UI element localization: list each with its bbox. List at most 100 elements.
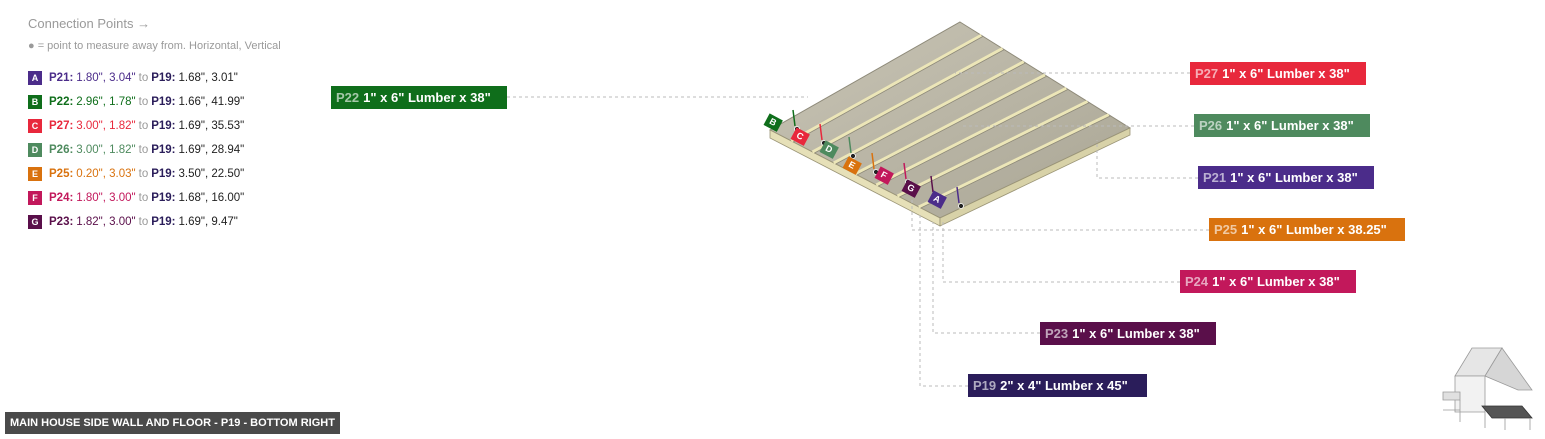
- measure-point-dot: [958, 203, 964, 209]
- callout-part-id: P23: [1045, 326, 1069, 341]
- plank-seam: [793, 35, 984, 143]
- connection-letter-badge: G: [28, 215, 42, 229]
- connection-from-value: 2.96", 1.78": [76, 96, 136, 108]
- marker-letter: B: [768, 116, 779, 128]
- callout-description: 2" x 4" Lumber x 45": [1000, 378, 1128, 393]
- connection-from-value: 3.00", 1.82": [76, 120, 136, 132]
- connection-from-part: P27:: [49, 120, 74, 132]
- plank-seam: [918, 113, 1110, 209]
- callout-part-id: P27: [1195, 66, 1219, 81]
- panel-title: Connection Points →: [28, 16, 151, 31]
- callout-description: 1" x 6" Lumber x 38.25": [1241, 222, 1387, 237]
- marker-letter: D: [824, 143, 835, 155]
- connection-to-word: to: [138, 72, 149, 84]
- connection-from-part: P24:: [49, 192, 74, 204]
- connection-to-part: P19:: [151, 192, 176, 204]
- marker-tag: [927, 190, 947, 209]
- callout-description: 1" x 6" Lumber x 38": [363, 90, 491, 105]
- connection-to-value: 1.69", 35.53": [178, 120, 245, 132]
- callout-description: 1" x 6" Lumber x 38": [1212, 274, 1340, 289]
- callout-part-id: P22: [336, 90, 360, 105]
- plank-seam: [811, 47, 1004, 154]
- marker-tag: [874, 166, 894, 185]
- connection-to-value: 1.69", 9.47": [178, 216, 238, 228]
- marker-arrow: [848, 136, 852, 154]
- marker-D: D: [819, 136, 856, 159]
- plank-seam: [878, 88, 1069, 187]
- marker-arrow: [903, 162, 907, 180]
- connection-to-word: to: [138, 144, 149, 156]
- connection-to-word: to: [138, 120, 149, 132]
- plank-seam: [875, 86, 1067, 187]
- plank-seam: [833, 60, 1025, 165]
- thumb-roof-right: [1484, 347, 1533, 391]
- leader-lines: [507, 72, 1209, 387]
- marker-arrow: [792, 109, 796, 127]
- connection-from-part: P23:: [49, 216, 74, 228]
- measure-point-dot: [850, 153, 856, 159]
- marker-arrow: [956, 186, 960, 204]
- marker-arrow: [930, 175, 934, 193]
- house-thumbnail[interactable]: [1440, 340, 1540, 432]
- connection-from-part: P21:: [49, 72, 74, 84]
- connection-to-part: P19:: [151, 216, 176, 228]
- connection-from-value: 3.00", 1.82": [76, 144, 136, 156]
- leader-line-p21: [1096, 140, 1198, 179]
- connection-to-word: to: [138, 168, 149, 180]
- callout-description: 1" x 6" Lumber x 38": [1222, 66, 1350, 81]
- connection-from-part: P25:: [49, 168, 74, 180]
- plank-seam: [854, 73, 1046, 176]
- connection-to-part: P19:: [151, 72, 176, 84]
- connection-to-value: 1.68", 16.00": [178, 192, 245, 204]
- platform-right-edge: [939, 127, 1131, 227]
- marker-arrow: [871, 152, 875, 170]
- connection-to-word: to: [138, 216, 149, 228]
- connection-to-value: 1.69", 28.94": [178, 144, 245, 156]
- callout-part-id: P21: [1203, 170, 1227, 185]
- connection-letter-badge: A: [28, 71, 42, 85]
- plank-seam: [790, 33, 982, 143]
- connection-letter-badge: C: [28, 119, 42, 133]
- connection-letter-badge: D: [28, 143, 42, 157]
- connection-to-part: P19:: [151, 96, 176, 108]
- thumb-deck: [1442, 391, 1461, 401]
- marker-tag: [763, 113, 783, 132]
- connection-to-word: to: [138, 192, 149, 204]
- connection-letter-badge: F: [28, 191, 42, 205]
- connection-to-part: P19:: [151, 168, 176, 180]
- marker-tag: [901, 179, 921, 198]
- connection-to-word: to: [138, 96, 149, 108]
- marker-E: E: [842, 152, 879, 175]
- leader-line-p25: [911, 200, 1209, 231]
- connection-to-part: P19:: [151, 144, 176, 156]
- connection-letter-badge: B: [28, 95, 42, 109]
- plank-seam: [814, 49, 1005, 154]
- marker-letter: A: [932, 193, 943, 205]
- marker-tag: [790, 127, 810, 146]
- connection-to-part: P19:: [151, 120, 176, 132]
- callout-part-id: P25: [1214, 222, 1238, 237]
- connection-from-value: 1.80", 3.00": [76, 192, 136, 204]
- leader-line-p19: [919, 212, 968, 387]
- callout-part-id: P24: [1185, 274, 1209, 289]
- leader-line-p24: [942, 222, 1180, 283]
- plank-seam: [856, 75, 1048, 176]
- connection-from-value: 1.80", 3.04": [76, 72, 136, 84]
- callout-part-id: P26: [1199, 118, 1223, 133]
- floor-platform: [768, 21, 1132, 227]
- connection-to-value: 3.50", 22.50": [178, 168, 245, 180]
